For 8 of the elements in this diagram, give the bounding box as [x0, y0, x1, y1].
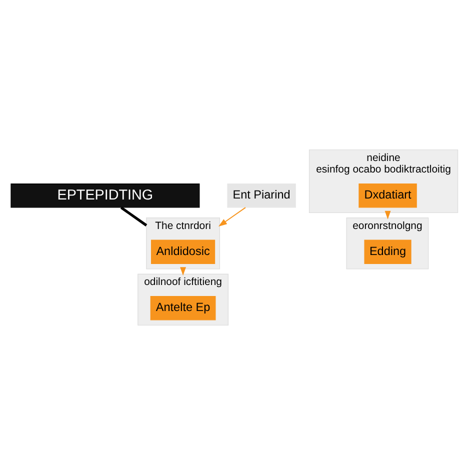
node-box: Edding: [364, 239, 412, 264]
arrow: [218, 206, 246, 226]
connector: [120, 206, 148, 226]
node-box: Dxdatiart: [358, 183, 417, 208]
node-box: EPTEPIDTING: [10, 183, 200, 208]
node-box: Anldidosic: [150, 239, 216, 264]
node-box: Antelte Ep: [150, 296, 216, 320]
node-box: Ent Piarind: [227, 183, 296, 208]
